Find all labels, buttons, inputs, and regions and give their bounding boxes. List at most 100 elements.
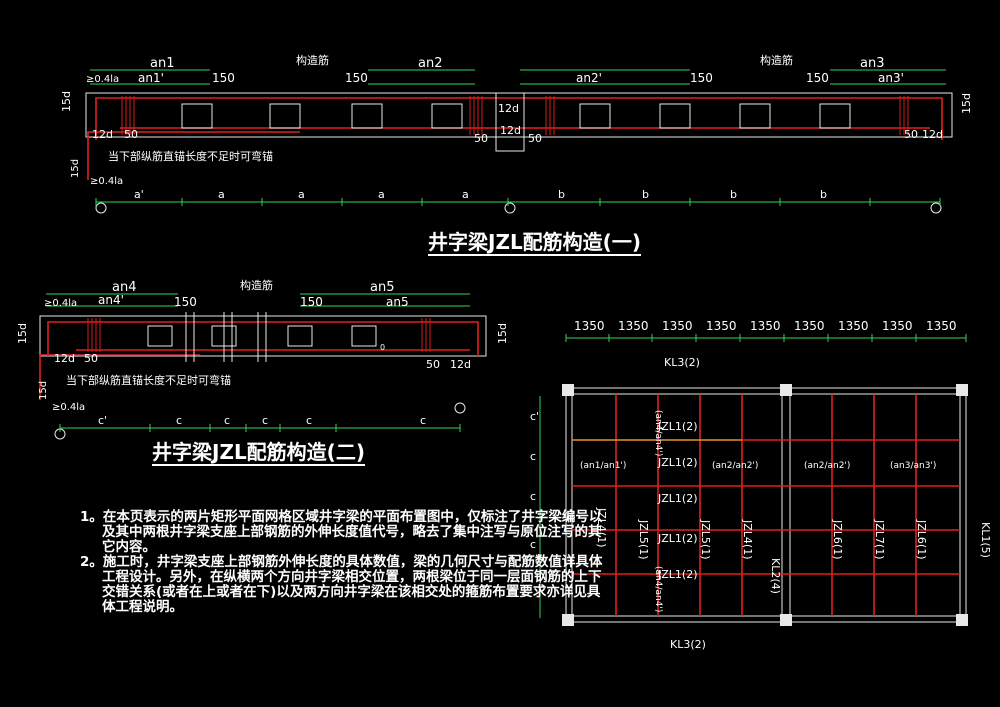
- tag-3: (an2/an2'): [804, 461, 850, 471]
- label-12d-left-2: 12d: [54, 352, 75, 365]
- label-an3: an3: [860, 56, 884, 71]
- label-an2: an2: [418, 56, 442, 71]
- jzl-row-4: JZL1(2): [657, 532, 698, 545]
- tag-4: (an3/an3'): [890, 461, 936, 471]
- label-an2p: an2': [576, 71, 602, 85]
- dim-left-4: c: [530, 538, 536, 551]
- label-an1: an1: [150, 56, 174, 71]
- dim-2: 1350: [618, 319, 649, 333]
- diagram2-text: an4 an4' 150 构造筋 150 an5 an5 ≥0.4la 15d …: [16, 278, 509, 427]
- label-12d-mid-b: 12d: [500, 124, 521, 137]
- jzl-row-2: JZL1(2): [657, 456, 698, 469]
- label-la: ≥0.4la: [86, 74, 119, 85]
- label-150-e: 150: [174, 295, 197, 309]
- dim-1: 1350: [574, 319, 605, 333]
- label-zero: 0: [380, 343, 385, 352]
- label-15d-right: 15d: [960, 93, 973, 114]
- label-an4: an4: [112, 280, 136, 295]
- label-construct-c: 构造筋: [240, 278, 273, 292]
- span-4: a: [378, 188, 385, 201]
- label-15d-right-2: 15d: [496, 323, 509, 344]
- jzl-col-1: JZL4(1): [595, 507, 608, 548]
- jzl-col-3: JZL5(1): [699, 519, 712, 560]
- span-1: a': [134, 188, 144, 201]
- label-150-b: 150: [345, 71, 368, 85]
- span-9: b: [820, 188, 827, 201]
- diagram1-text: an1 an1' 150 构造筋 150 an2 an2' 150 构造筋 15…: [60, 53, 973, 201]
- tag-5: (an4/an4'): [653, 410, 663, 456]
- label-50-right-2: 50: [426, 358, 440, 371]
- span-6: b: [558, 188, 565, 201]
- dim-9: 1350: [926, 319, 957, 333]
- label-150-d: 150: [806, 71, 829, 85]
- label-an5-a: an5: [370, 280, 394, 295]
- kl-mid: KL2(4): [769, 558, 782, 594]
- kl-bottom: KL3(2): [670, 638, 706, 651]
- dim-6: 1350: [794, 319, 825, 333]
- dim-left-3: c: [530, 490, 536, 503]
- note-2: 2。施工时，井字梁支座上部钢筋外伸长度的具体数值，梁的几何尺寸与配筋数值详具体工…: [80, 554, 603, 615]
- jzl-col-5: JZL6(1): [831, 519, 844, 560]
- tag-2: (an2/an2'): [712, 461, 758, 471]
- label-15d-anchor-2: 15d: [38, 381, 49, 400]
- span-c-3: c: [224, 414, 230, 427]
- span-2: a: [218, 188, 225, 201]
- jzl-col-7: JZL6(1): [915, 519, 928, 560]
- label-12d-mid-a: 12d: [498, 102, 519, 115]
- label-150-a: 150: [212, 71, 235, 85]
- jzl-col-2: JZL5(1): [637, 519, 650, 560]
- label-an5-b: an5: [386, 295, 409, 309]
- label-15d-left: 15d: [60, 91, 73, 112]
- jzl-col-4: JZL4(1): [741, 519, 754, 560]
- label-50-mid-b: 50: [528, 132, 542, 145]
- dim-left-2: c: [530, 450, 536, 463]
- tag-6: (an4/an4'): [653, 566, 663, 612]
- diagram1-title: 井字梁JZL配筋构造(一): [428, 230, 641, 256]
- label-construct-a: 构造筋: [296, 53, 329, 67]
- diagram2-title: 井字梁JZL配筋构造(二): [152, 440, 365, 466]
- label-15d-left-2: 15d: [16, 323, 29, 344]
- label-construct-b: 构造筋: [760, 53, 793, 67]
- span-c-6: c: [420, 414, 426, 427]
- kl-right: KL1(5): [979, 522, 992, 558]
- dim-3: 1350: [662, 319, 693, 333]
- span-5: a: [462, 188, 469, 201]
- anchor-ge-2: ≥0.4la: [52, 402, 85, 413]
- label-an4p: an4': [98, 293, 124, 307]
- label-an3p: an3': [878, 71, 904, 85]
- beam-diagram-1: [85, 69, 953, 214]
- label-50-left-2: 50: [84, 352, 98, 365]
- label-150-f: 150: [300, 295, 323, 309]
- label-12d-right-2: 12d: [450, 358, 471, 371]
- dim-left-1: c': [530, 410, 539, 423]
- span-7: b: [642, 188, 649, 201]
- jzl-row-3: JZL1(2): [657, 492, 698, 505]
- label-la-2: ≥0.4la: [44, 298, 77, 309]
- plan-text: 1350 1350 1350 1350 1350 1350 1350 1350 …: [530, 319, 992, 651]
- label-50-left: 50: [124, 128, 138, 141]
- beam-diagram-2: [39, 293, 487, 440]
- jzl-col-6: JZL7(1): [873, 519, 886, 560]
- span-c-1: c': [98, 414, 107, 427]
- tag-1: (an1/an1'): [580, 461, 626, 471]
- anchor-note-2: 当下部纵筋直锚长度不足时可弯锚: [66, 373, 231, 387]
- label-an1p: an1': [138, 71, 164, 85]
- span-c-2: c: [176, 414, 182, 427]
- span-c-4: c: [262, 414, 268, 427]
- label-150-c: 150: [690, 71, 713, 85]
- dim-8: 1350: [882, 319, 913, 333]
- jzl-row-1: JZL1(2): [657, 420, 698, 433]
- dim-5: 1350: [750, 319, 781, 333]
- label-50-mid-a: 50: [474, 132, 488, 145]
- dim-7: 1350: [838, 319, 869, 333]
- span-3: a: [298, 188, 305, 201]
- dim-4: 1350: [706, 319, 737, 333]
- label-12d-right: 12d: [922, 128, 943, 141]
- anchor-note-1: 当下部纵筋直锚长度不足时可弯锚: [108, 149, 273, 163]
- jzl-row-5: JZL1(2): [657, 568, 698, 581]
- kl-top: KL3(2): [664, 356, 700, 369]
- label-50-right: 50: [904, 128, 918, 141]
- note-1: 1。在本页表示的两片矩形平面网格区域井字梁的平面布置图中，仅标注了井字梁编号以及…: [80, 509, 603, 555]
- span-8: b: [730, 188, 737, 201]
